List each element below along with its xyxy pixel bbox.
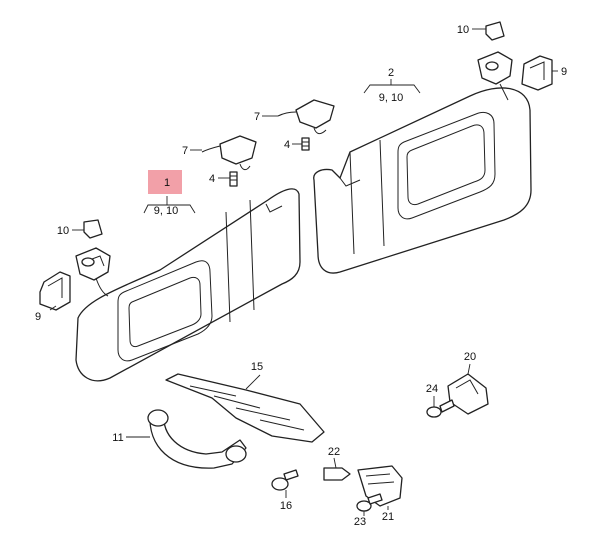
label-part-9-left[interactable]: 9	[35, 311, 41, 323]
callout-labels: 1 9, 10 2 9, 10 4 4 7 7 9 9 10 10 11 15 …	[35, 24, 567, 528]
bulb-22[interactable]	[323, 467, 351, 481]
label-part-7-lower[interactable]: 7	[182, 145, 188, 157]
holder-21[interactable]	[357, 465, 403, 507]
light-holder-7-lower[interactable]	[201, 135, 257, 171]
sun-visor-left[interactable]	[75, 188, 301, 382]
screw-4-lower[interactable]	[229, 171, 238, 187]
label-part-23[interactable]: 23	[354, 516, 366, 528]
label-part-15[interactable]: 15	[251, 361, 263, 373]
label-part-11[interactable]: 11	[112, 432, 123, 444]
holder-9-left[interactable]	[39, 271, 71, 311]
hinge-right[interactable]	[477, 51, 513, 101]
hinge-left[interactable]	[75, 247, 111, 297]
label-part-4-lower[interactable]: 4	[209, 173, 215, 185]
clip-10-right[interactable]	[485, 21, 505, 41]
bracket-15[interactable]	[165, 373, 325, 443]
callout-leaders	[49, 28, 558, 516]
clip-10-left[interactable]	[83, 219, 103, 239]
label-part-1[interactable]: 1	[164, 177, 170, 189]
screw-16[interactable]	[271, 469, 299, 491]
screw-23[interactable]	[356, 493, 383, 512]
label-part-4-upper[interactable]: 4	[284, 139, 290, 151]
label-part-16[interactable]: 16	[280, 500, 292, 512]
screw-24[interactable]	[426, 399, 455, 418]
label-part-22[interactable]: 22	[328, 446, 340, 458]
label-part-10-right[interactable]: 10	[457, 24, 469, 36]
light-holder-7-upper[interactable]	[277, 99, 335, 135]
label-part-20[interactable]: 20	[464, 351, 476, 363]
grab-handle-11[interactable]	[147, 409, 247, 469]
label-part-1-sub: 9, 10	[154, 205, 178, 217]
label-part-24[interactable]: 24	[426, 383, 438, 395]
label-part-21[interactable]: 21	[382, 511, 394, 523]
sun-visor-right[interactable]	[313, 87, 532, 274]
holder-9-right[interactable]	[521, 55, 553, 91]
label-part-2-sub: 9, 10	[379, 92, 403, 104]
label-part-7-upper[interactable]: 7	[254, 111, 260, 123]
label-part-10-left[interactable]: 10	[57, 225, 69, 237]
label-part-2[interactable]: 2	[388, 67, 394, 79]
label-part-9-right[interactable]: 9	[561, 66, 567, 78]
holder-20[interactable]	[447, 373, 489, 415]
screw-4-upper[interactable]	[301, 137, 310, 151]
highlight-box-part-1	[148, 170, 182, 194]
